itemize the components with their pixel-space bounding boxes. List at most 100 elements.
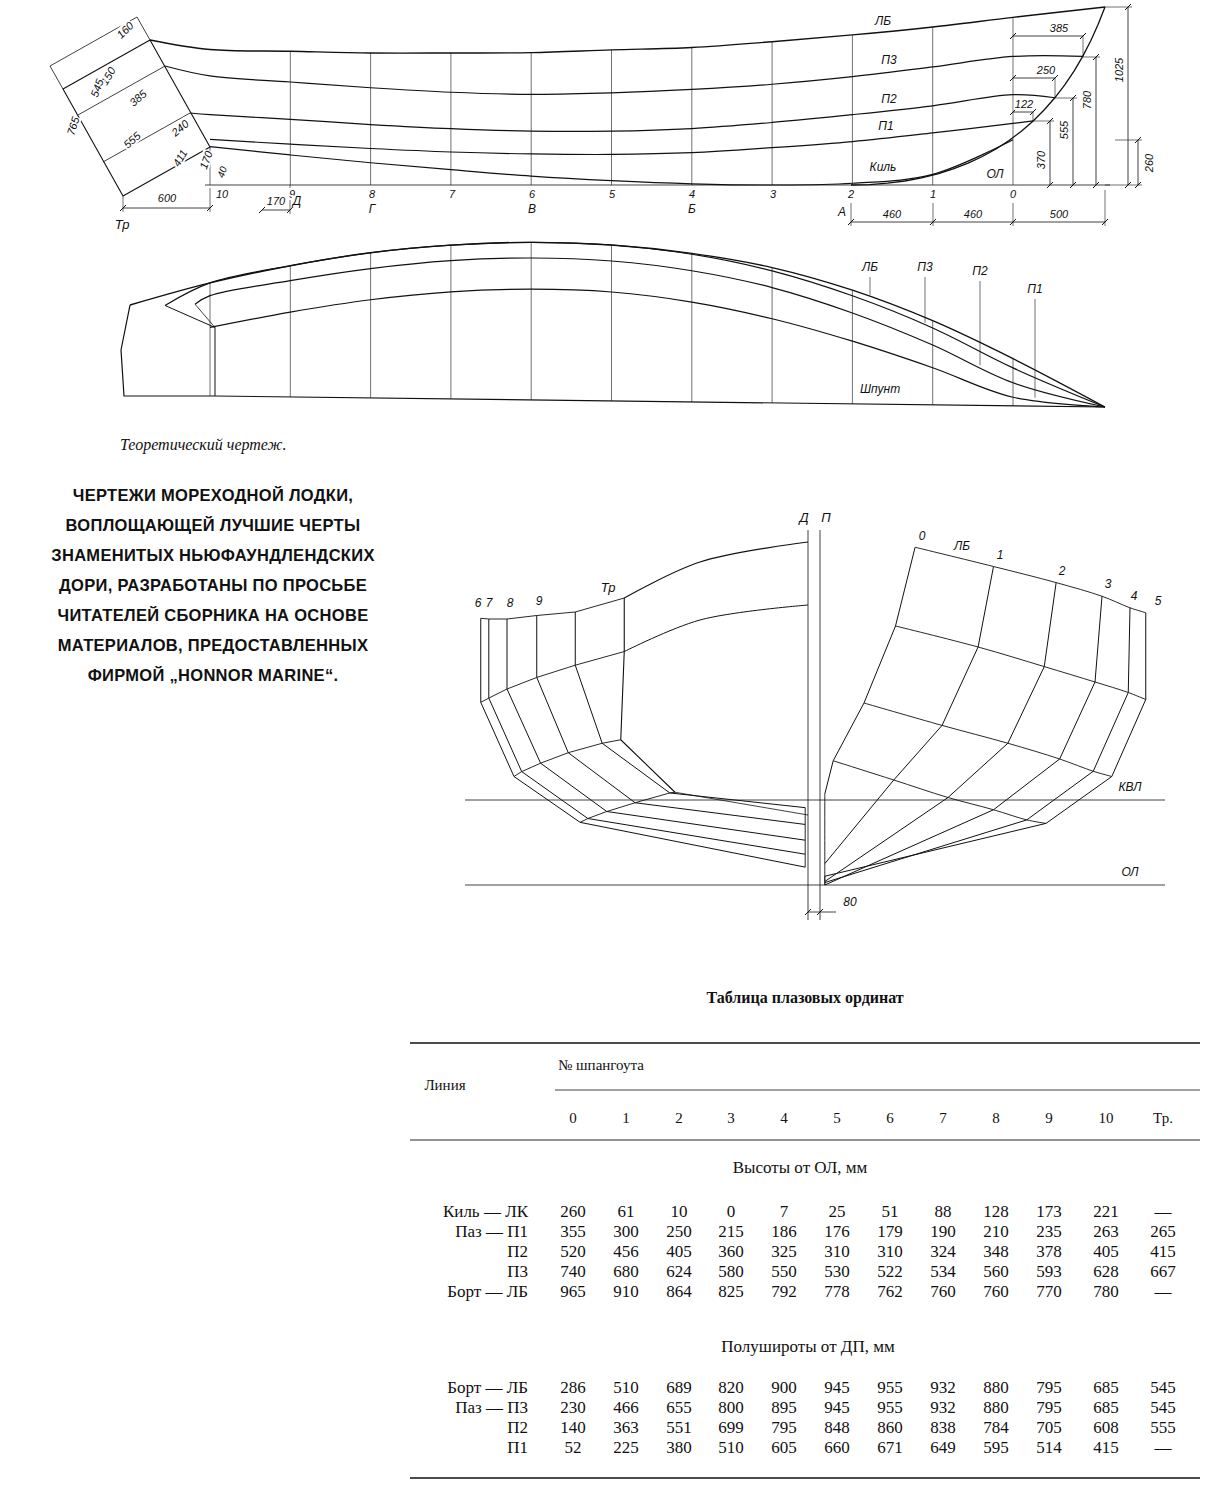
table-cell: 1 xyxy=(622,1110,630,1127)
table-cell: 5 xyxy=(833,1110,841,1127)
table-cell: 699 xyxy=(718,1419,744,1438)
table-cell: 510 xyxy=(718,1439,744,1458)
drawing-label: 240 xyxy=(168,117,191,139)
dimension-line xyxy=(1013,78,1055,79)
station-line xyxy=(852,290,853,404)
table-cell: 550 xyxy=(771,1263,797,1282)
table-cell: 624 xyxy=(666,1263,692,1282)
extension-line xyxy=(1105,7,1132,8)
table-cell: П2 xyxy=(507,1243,528,1262)
table-cell: П2 xyxy=(507,1419,528,1438)
table-cell: 378 xyxy=(1036,1243,1062,1262)
drawing-label: ОЛ xyxy=(1120,866,1139,879)
transom-section xyxy=(621,598,675,792)
station-line xyxy=(370,53,371,185)
table-cell: 179 xyxy=(877,1223,903,1242)
drawing-label: П3 xyxy=(916,261,933,274)
table-cell: 655 xyxy=(666,1399,692,1418)
station-line xyxy=(531,242,532,400)
table-cell: 210 xyxy=(983,1223,1009,1242)
table-cell: 945 xyxy=(824,1399,850,1418)
drawing-label: 170 xyxy=(266,195,286,207)
drawing-label: 1 xyxy=(929,188,937,200)
drawing-label: Тр xyxy=(600,581,617,595)
table-cell: 4 xyxy=(780,1110,788,1127)
table-cell: 671 xyxy=(877,1439,903,1458)
table-cell: 760 xyxy=(930,1283,956,1302)
drawing-label: 0 xyxy=(918,530,927,543)
chine-line xyxy=(210,121,1033,155)
drawing-label: 0 xyxy=(1009,188,1017,200)
table-cell: 128 xyxy=(983,1203,1009,1222)
dimension-line xyxy=(123,208,210,209)
drawing-label: 6 xyxy=(474,597,483,610)
table-cell: 3 xyxy=(727,1110,735,1127)
transom-arc xyxy=(675,792,808,815)
drawing-label: 7 xyxy=(448,188,456,200)
dimension-line xyxy=(1128,7,1129,185)
section-line xyxy=(537,616,805,825)
drawing-label: 7 xyxy=(485,597,494,610)
chine-line xyxy=(915,547,1146,612)
drawing-label: Киль xyxy=(869,161,898,174)
drawing-label: 545 xyxy=(88,76,106,99)
table-cell: 522 xyxy=(877,1263,903,1282)
extension-line xyxy=(1033,121,1054,122)
table-cell: 900 xyxy=(771,1379,797,1398)
table-cell: 838 xyxy=(930,1419,956,1438)
table-cell: 660 xyxy=(824,1439,850,1458)
table-cell: 685 xyxy=(1093,1379,1119,1398)
dimension-tick xyxy=(1010,75,1016,81)
table-cell: Киль — ЛК xyxy=(443,1203,528,1222)
table-cell: 795 xyxy=(1036,1399,1062,1418)
table-cell: 310 xyxy=(877,1243,903,1262)
table-cell: 466 xyxy=(613,1399,639,1418)
transom-arc xyxy=(624,605,808,652)
drawing-label: 780 xyxy=(1081,90,1093,110)
drawing-label: 9 xyxy=(535,595,544,608)
drawing-label: КВЛ xyxy=(1117,781,1142,794)
table-cell: Паз — П1 xyxy=(455,1223,528,1242)
drawing-label: 160 xyxy=(114,19,137,42)
drawing-label: 411 xyxy=(170,147,190,170)
section-line xyxy=(575,612,805,808)
dimension-line xyxy=(1050,121,1051,185)
station-line xyxy=(852,35,853,185)
extension-line xyxy=(1115,140,1142,141)
table-cell: 363 xyxy=(613,1419,639,1438)
centre-line xyxy=(820,530,821,920)
dimension-tick xyxy=(1010,219,1016,225)
table-cell: 795 xyxy=(771,1419,797,1438)
table-cell: 555 xyxy=(1150,1419,1176,1438)
waterline xyxy=(465,800,1165,801)
drawing-label: 122 xyxy=(1014,98,1034,110)
table-cell: 265 xyxy=(1150,1223,1176,1242)
table-cell: 300 xyxy=(613,1223,639,1242)
dimension-line xyxy=(1096,57,1097,185)
keel-line xyxy=(210,140,1013,185)
table-cell: 680 xyxy=(613,1263,639,1282)
table-cell: — xyxy=(1155,1283,1172,1302)
extension-line xyxy=(1055,98,1077,99)
table-cell: 864 xyxy=(666,1283,692,1302)
drawing-label: 385 xyxy=(126,87,149,110)
station-line xyxy=(290,51,291,185)
table-cell: 51 xyxy=(882,1203,899,1222)
title-text: ЧЕРТЕЖИ МОРЕХОДНОЙ ЛОДКИ, ВОПЛОЩАЮЩЕЙ ЛУ… xyxy=(38,480,388,690)
centre-line xyxy=(808,530,809,920)
table-cell: 415 xyxy=(1093,1439,1119,1458)
extension-line xyxy=(851,203,852,226)
table-cell: 608 xyxy=(1093,1419,1119,1438)
table-cell: 910 xyxy=(613,1283,639,1302)
table-cell: 595 xyxy=(983,1439,1009,1458)
extension-line xyxy=(210,188,211,212)
drawing-label: 555 xyxy=(120,129,143,152)
leader-line xyxy=(1035,299,1036,398)
leader-line xyxy=(925,277,926,323)
drawing-label: 250 xyxy=(1036,64,1056,76)
table-cell: — xyxy=(1155,1439,1172,1458)
drawing-label: П2 xyxy=(971,265,988,278)
chine-line xyxy=(210,289,1105,407)
chine-line xyxy=(864,703,1112,777)
